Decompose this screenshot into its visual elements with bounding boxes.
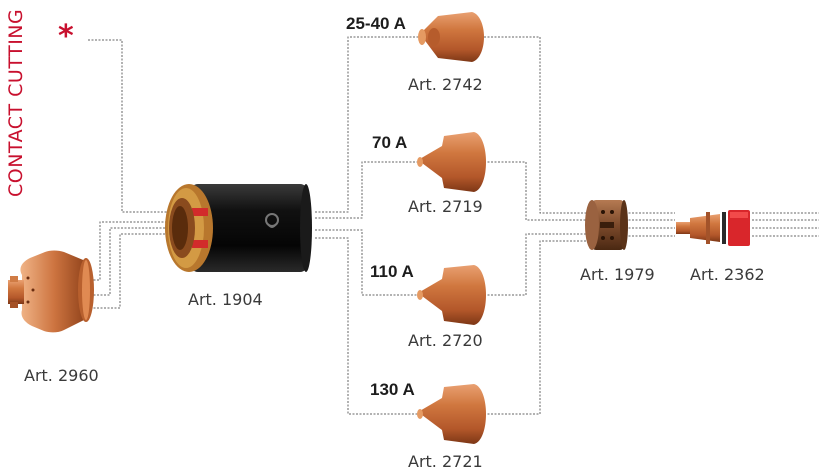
amp-130: 130 A (370, 380, 415, 399)
label-art-1979: Art. 1979 (580, 265, 655, 284)
nozzle-130-icon (417, 384, 486, 444)
label-art-2960: Art. 2960 (24, 366, 99, 385)
shield-cap-icon (8, 250, 94, 333)
label-art-2721: Art. 2721 (408, 452, 483, 471)
asterisk-marker: * (58, 19, 74, 54)
label-art-1904: Art. 1904 (188, 290, 263, 309)
torch-body-icon (165, 184, 312, 272)
amp-110: 110 A (370, 262, 414, 281)
amp-70: 70 A (372, 133, 408, 152)
label-art-2719: Art. 2719 (408, 197, 483, 216)
electrode-icon (676, 210, 750, 246)
label-art-2362: Art. 2362 (690, 265, 765, 284)
contact-cutting-title: CONTACT CUTTING (5, 8, 27, 197)
nozzle-70-icon (417, 132, 486, 192)
nozzle-110-icon (417, 265, 486, 325)
label-art-2720: Art. 2720 (408, 331, 483, 350)
swirl-ring-icon (585, 200, 628, 250)
amp-25-40: 25-40 A (346, 14, 406, 33)
label-art-2742: Art. 2742 (408, 75, 483, 94)
wire-paths (88, 36, 819, 415)
nozzle-25-40-icon (418, 12, 484, 62)
